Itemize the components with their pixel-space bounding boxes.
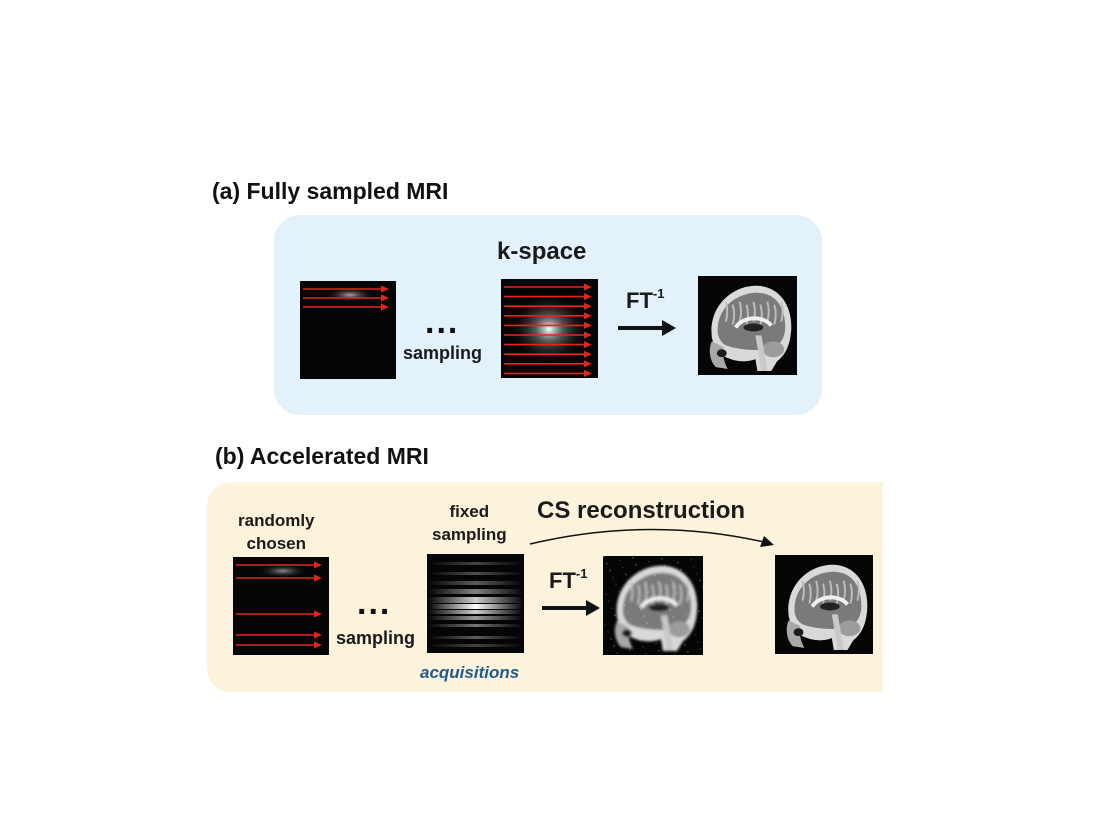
- kspace-sample-line: [504, 360, 592, 368]
- randomly-chosen-line2: chosen: [246, 534, 307, 553]
- ft-inverse-label-a: FT-1: [626, 286, 665, 313]
- kspace-sample-line: [236, 574, 322, 582]
- kspace-label: k-space: [497, 238, 587, 265]
- kspace-sample-line: [504, 321, 592, 329]
- sampling-label-b: sampling: [336, 628, 416, 648]
- kspace-sample-line: [504, 350, 592, 358]
- sampling-label-a: sampling: [403, 343, 483, 363]
- ellipsis-a: ...: [425, 303, 460, 341]
- brain-aliased-image: [603, 556, 703, 655]
- ft-arrow-b: [542, 600, 600, 616]
- ft-arrow-a: [618, 320, 676, 336]
- kspace-sample-line: [504, 331, 592, 339]
- fixed-sampling-line2: sampling: [432, 525, 507, 544]
- kspace-sample-line: [504, 283, 592, 291]
- section-a-heading: (a) Fully sampled MRI: [212, 178, 449, 204]
- kspace-sample-line: [504, 369, 592, 377]
- kspace-sample-line: [236, 610, 322, 618]
- kspace-sample-line: [236, 561, 322, 569]
- kspace-partial-image: [300, 281, 396, 379]
- kspace-sample-line: [504, 293, 592, 301]
- kspace-random-image: [233, 557, 329, 655]
- section-b-heading: (b) Accelerated MRI: [215, 443, 429, 469]
- brain-cs-image: [775, 555, 873, 654]
- kspace-sample-line: [236, 641, 322, 649]
- ellipsis-b: ...: [357, 584, 392, 622]
- cs-reconstruction-label: CS reconstruction: [537, 497, 746, 524]
- kspace-sample-line: [303, 303, 389, 311]
- randomly-chosen-label: randomly chosen: [238, 509, 315, 555]
- kspace-sample-line: [303, 294, 389, 302]
- kspace-sample-line: [303, 285, 389, 293]
- cs-curved-arrow: [529, 528, 774, 547]
- acquisitions-label: acquisitions: [420, 663, 520, 682]
- kspace-sample-line: [504, 341, 592, 349]
- ft-inverse-label-b: FT-1: [549, 566, 588, 593]
- kspace-full-image: [501, 279, 598, 378]
- randomly-chosen-line1: randomly: [238, 511, 315, 530]
- fixed-sampling-line1: fixed: [449, 502, 490, 521]
- brain-mri-image: [698, 276, 797, 375]
- kspace-sample-line: [236, 631, 322, 639]
- kspace-sample-line: [504, 302, 592, 310]
- kspace-sample-line: [504, 312, 592, 320]
- fixed-sampling-label: fixed sampling: [432, 500, 507, 546]
- kspace-undersampled-image: [427, 554, 524, 653]
